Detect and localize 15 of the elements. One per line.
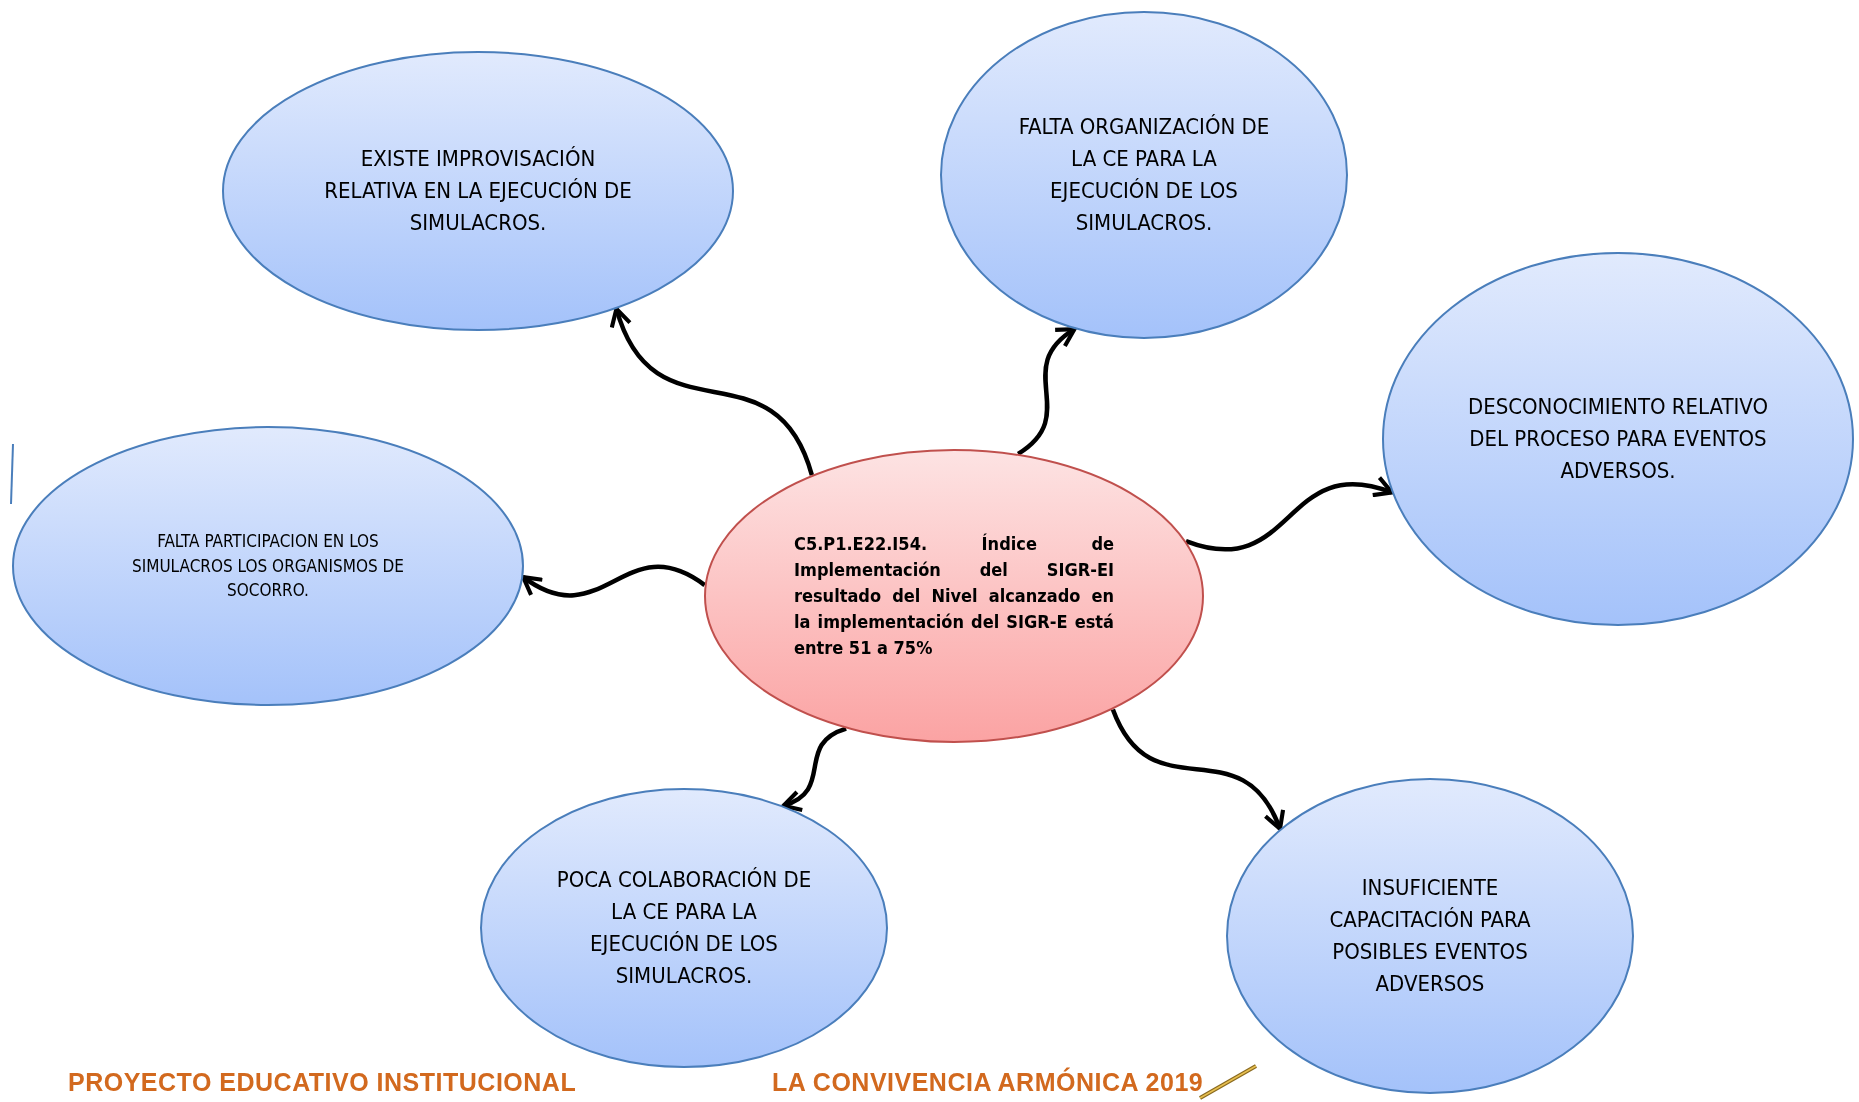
- node-text: EXISTE IMPROVISACIÓN RELATIVA EN LA EJECUCIÓN DE SIMULACROS.: [323, 145, 633, 237]
- curved-arrow: [611, 306, 814, 476]
- curved-arrow: [1185, 476, 1394, 552]
- footer-title: PROYECTO EDUCATIVO INSTITUCIONAL: [68, 1068, 577, 1097]
- footer-title: LA CONVIVENCIA ARMÓNICA 2019: [772, 1068, 1204, 1097]
- curved-arrow: [1016, 327, 1077, 456]
- node-text: FALTA ORGANIZACIÓN DE LA CE PARA LA EJECUCIÓN DE LOS SIMULACROS.: [1017, 113, 1271, 237]
- node-text: POCA COLABORACIÓN DE LA CE PARA LA EJECUCIÓN DE LOS SIMULACROS.: [555, 866, 813, 990]
- node-text: INSUFICIENTE CAPACITACIÓN PARA POSIBLES EVENTOS ADVERSOS: [1328, 874, 1532, 998]
- curved-arrow: [1110, 708, 1284, 831]
- curved-arrow: [521, 564, 706, 598]
- node-text: C5.P1.E22.I54. Índice de Implementación del SIGR-EI resultado del Nivel alcanzado en la implementación del SIGR-E está entre 51 a 75%: [794, 531, 1114, 661]
- curved-arrow: [781, 726, 847, 811]
- node-text: FALTA PARTICIPACION EN LOS SIMULACROS LOS ORGANISMOS DE SOCORRO.: [131, 530, 405, 603]
- node-text: DESCONOCIMIENTO RELATIVO DEL PROCESO PARA EVENTOS ADVERSOS.: [1466, 393, 1770, 485]
